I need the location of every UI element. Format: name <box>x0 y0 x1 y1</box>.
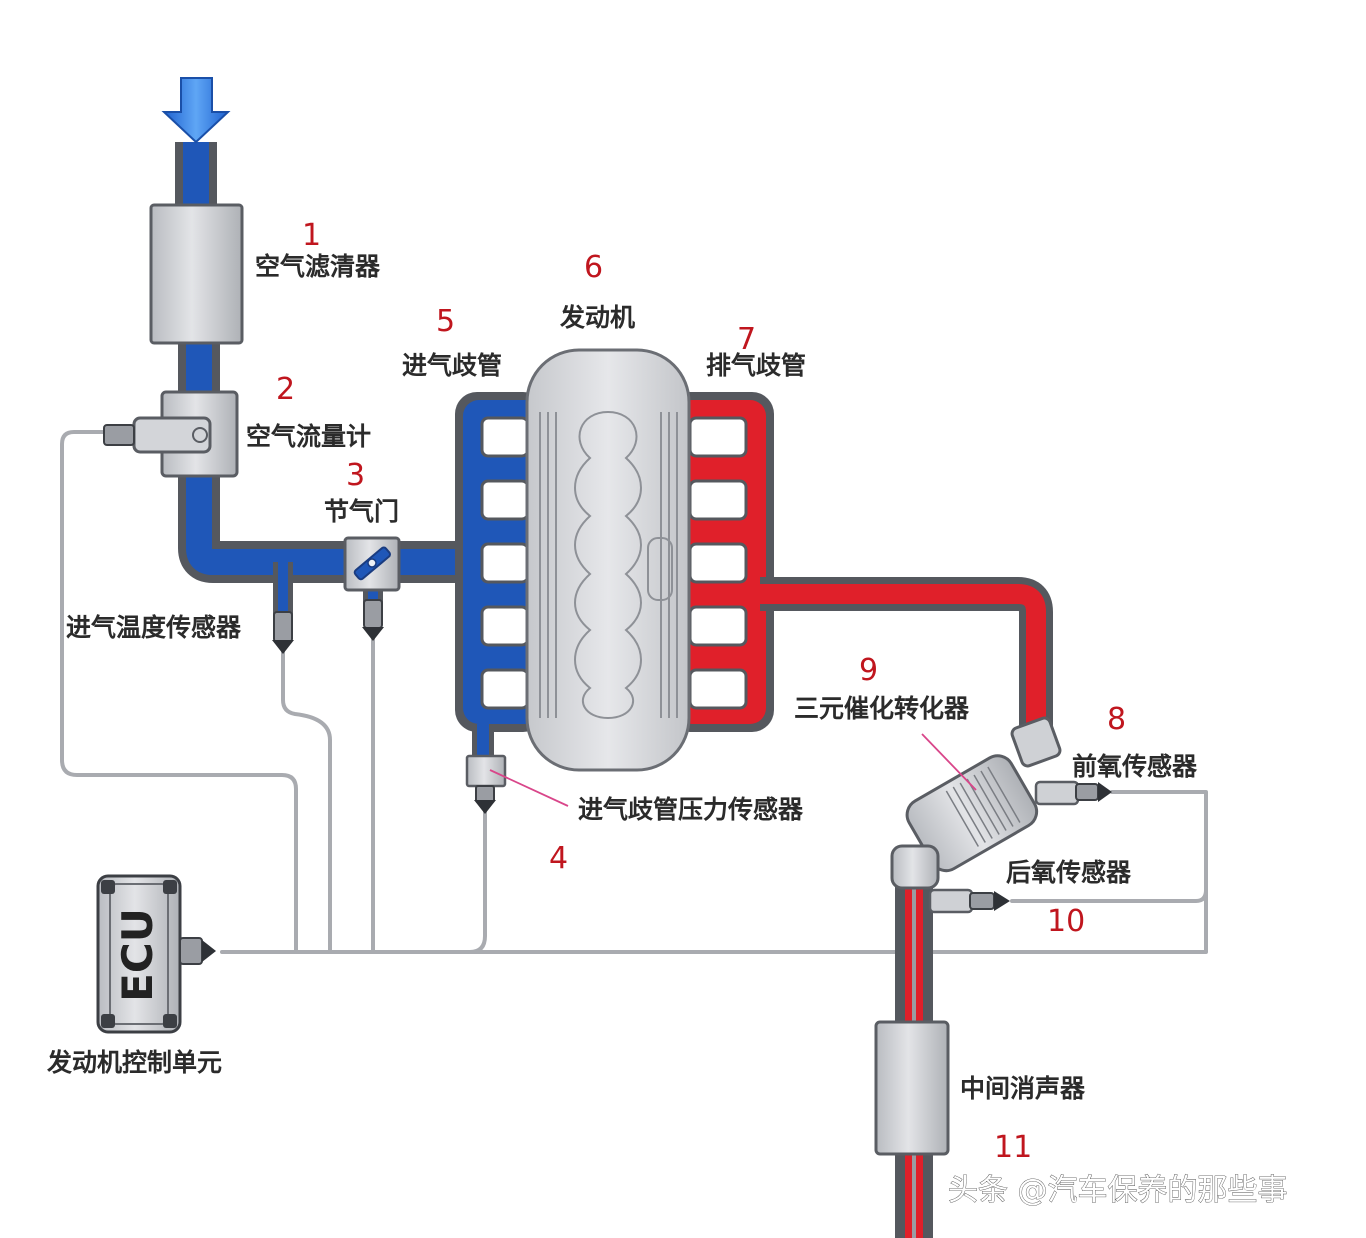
intake-manifold <box>455 392 545 758</box>
label-rear-o2: 后氧传感器 <box>1006 858 1132 887</box>
num-4: 4 <box>549 841 568 876</box>
numbers: 1 2 3 4 5 6 7 8 9 10 11 <box>276 218 1126 1165</box>
num-10: 10 <box>1047 904 1085 939</box>
mass-air-flow-sensor <box>103 390 239 478</box>
leader-lines <box>489 733 977 807</box>
engine-block <box>525 348 691 772</box>
air-filter <box>149 203 244 345</box>
wire-maf <box>60 430 298 954</box>
num-6: 6 <box>584 250 603 285</box>
map-sensor <box>465 754 507 814</box>
num-11: 11 <box>994 1130 1032 1165</box>
wire-iat <box>281 648 332 954</box>
wire-rear-o2 <box>1010 888 1208 903</box>
ecu-module: ECU <box>96 874 216 1034</box>
throttle-sensor <box>362 599 384 641</box>
ecu-text: ECU <box>113 908 162 1002</box>
rear-o2-sensor <box>969 891 1010 911</box>
throttle-body <box>343 536 401 592</box>
num-8: 8 <box>1107 702 1126 737</box>
exhaust-manifold <box>668 392 774 732</box>
label-ecu-unit: 发动机控制单元 <box>46 1048 222 1077</box>
label-maf: 空气流量计 <box>246 422 371 451</box>
leader-map <box>489 769 569 807</box>
wire-map <box>468 810 487 954</box>
leader-cat <box>921 733 977 791</box>
num-7: 7 <box>737 322 756 357</box>
label-catalytic: 三元催化转化器 <box>794 694 970 723</box>
label-intake-temp: 进气温度传感器 <box>66 613 242 642</box>
label-muffler: 中间消声器 <box>960 1074 1086 1103</box>
label-front-o2: 前氧传感器 <box>1072 752 1198 781</box>
num-5: 5 <box>436 304 455 339</box>
label-intake-manifold: 进气歧管 <box>402 351 502 380</box>
label-throttle: 节气门 <box>324 497 399 526</box>
middle-muffler <box>874 1020 950 1156</box>
label-exhaust-manifold: 排气歧管 <box>706 351 806 380</box>
num-9: 9 <box>859 653 878 688</box>
num-3: 3 <box>346 458 365 493</box>
catalytic-converter <box>890 716 1080 914</box>
labels: 空气滤清器 空气流量计 节气门 进气温度传感器 进气歧管 发动机 排气歧管 进气… <box>46 252 1198 1103</box>
watermark: 头条 @汽车保养的那些事 <box>948 1173 1288 1208</box>
air-inflow-arrow-icon <box>161 77 231 144</box>
label-air-filter: 空气滤清器 <box>255 252 381 281</box>
front-o2-sensor <box>1075 782 1112 802</box>
wire-bus <box>220 790 1208 954</box>
label-map-sensor: 进气歧管压力传感器 <box>578 795 804 824</box>
num-1: 1 <box>302 218 321 253</box>
intake-temp-sensor <box>272 611 294 654</box>
num-2: 2 <box>276 372 295 407</box>
label-engine: 发动机 <box>559 303 635 332</box>
wiring-harness <box>60 430 1208 954</box>
